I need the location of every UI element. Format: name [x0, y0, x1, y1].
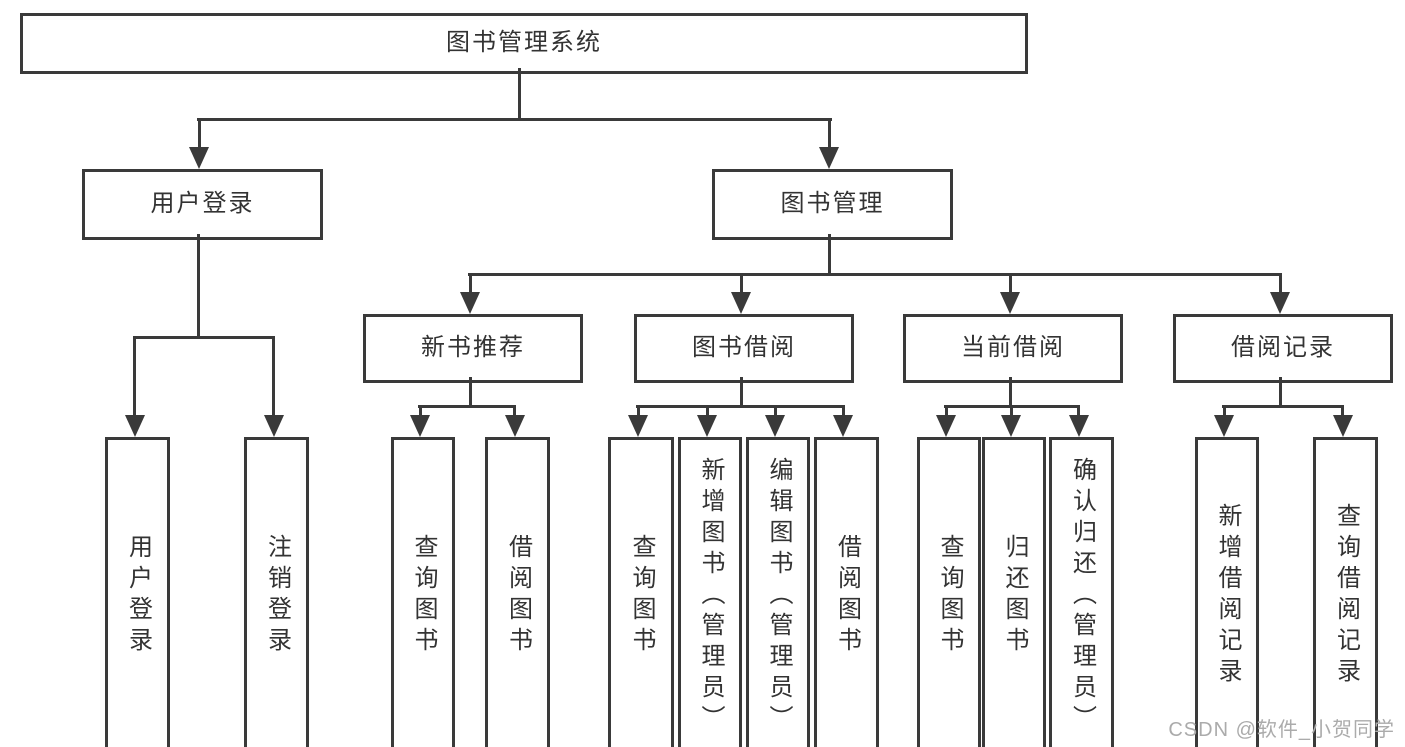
- arrowhead-icon: [833, 415, 853, 437]
- connector-arrow-line: [1341, 405, 1344, 417]
- arrowhead-icon: [410, 415, 430, 437]
- arrowhead-icon: [819, 147, 839, 169]
- node-book-borrowing: 图书借阅: [634, 314, 854, 383]
- connector-stem: [1278, 377, 1282, 405]
- connector-stem: [517, 68, 521, 121]
- leaf-add-borrow-record: 新增借阅记录: [1195, 437, 1259, 747]
- connector-arrow-line: [1077, 405, 1080, 417]
- node-library-management-system: 图书管理系统: [20, 13, 1028, 74]
- arrowhead-icon: [1332, 415, 1353, 437]
- arrowhead-icon: [628, 415, 648, 437]
- connector-arrow-line: [773, 405, 777, 417]
- connector-stem: [1008, 377, 1012, 405]
- node-new-book-recommendation: 新书推荐: [363, 314, 583, 383]
- arrowhead-icon: [1068, 415, 1089, 437]
- leaf-query-books-current: 查询图书: [917, 437, 981, 747]
- leaf-return-books: 归还图书: [982, 437, 1046, 747]
- connector-stem: [739, 377, 743, 405]
- connector-stem: [827, 234, 831, 273]
- arrowhead-icon: [189, 147, 209, 169]
- node-book-management: 图书管理: [712, 169, 953, 240]
- arrowhead-icon: [936, 415, 956, 437]
- arrowhead-icon: [1001, 415, 1021, 437]
- connector-bar: [133, 336, 275, 339]
- arrowhead-icon: [1214, 415, 1234, 437]
- connector-arrow-line: [468, 273, 472, 294]
- connector-arrow-line: [944, 405, 948, 417]
- arrowhead-icon: [263, 415, 284, 437]
- leaf-borrow-books-newbook: 借阅图书: [485, 437, 550, 747]
- connector-arrow-line: [636, 405, 640, 417]
- connector-stem: [468, 377, 472, 405]
- connector-arrow-line: [272, 336, 275, 417]
- leaf-query-books-borrow: 查询图书: [608, 437, 674, 747]
- arrowhead-icon: [731, 292, 751, 314]
- connector-stem: [196, 234, 200, 336]
- leaf-add-books-admin: 新增图书（管理员）: [678, 437, 742, 747]
- connector-bar: [636, 405, 845, 408]
- arrowhead-icon: [460, 292, 480, 314]
- node-borrowing-records: 借阅记录: [1173, 314, 1393, 383]
- connector-arrow-line: [418, 405, 422, 417]
- arrowhead-icon: [124, 415, 145, 437]
- arrowhead-icon: [504, 415, 525, 437]
- leaf-confirm-return-admin: 确认归还（管理员）: [1049, 437, 1114, 747]
- arrowhead-icon: [697, 415, 717, 437]
- leaf-borrow-books-borrow: 借阅图书: [814, 437, 879, 747]
- leaf-query-books-newbook: 查询图书: [391, 437, 455, 747]
- leaf-user-login: 用户登录: [105, 437, 170, 747]
- connector-arrow-line: [705, 405, 709, 417]
- connector-arrow-line: [1278, 273, 1282, 294]
- connector-arrow-line: [1222, 405, 1226, 417]
- watermark: CSDN @软件_小贺同学: [1168, 719, 1395, 741]
- node-user-login: 用户登录: [82, 169, 323, 240]
- connector-arrow-line: [1008, 273, 1012, 294]
- leaf-edit-books-admin: 编辑图书（管理员）: [746, 437, 810, 747]
- connector-bar: [468, 273, 1282, 276]
- arrowhead-icon: [1270, 292, 1290, 314]
- node-current-borrowing: 当前借阅: [903, 314, 1123, 383]
- leaf-logout: 注销登录: [244, 437, 309, 747]
- arrowhead-icon: [765, 415, 785, 437]
- connector-arrow-line: [841, 405, 845, 417]
- connector-arrow-line: [1009, 405, 1013, 417]
- connector-arrow-line: [133, 336, 136, 417]
- connector-arrow-line: [197, 118, 201, 149]
- connector-bar: [1222, 405, 1344, 408]
- connector-arrow-line: [827, 118, 831, 149]
- connector-arrow-line: [513, 405, 516, 417]
- arrowhead-icon: [1000, 292, 1020, 314]
- connector-arrow-line: [739, 273, 743, 294]
- connector-bar: [418, 405, 516, 408]
- leaf-query-borrow-record: 查询借阅记录: [1313, 437, 1378, 747]
- connector-bar: [197, 118, 832, 121]
